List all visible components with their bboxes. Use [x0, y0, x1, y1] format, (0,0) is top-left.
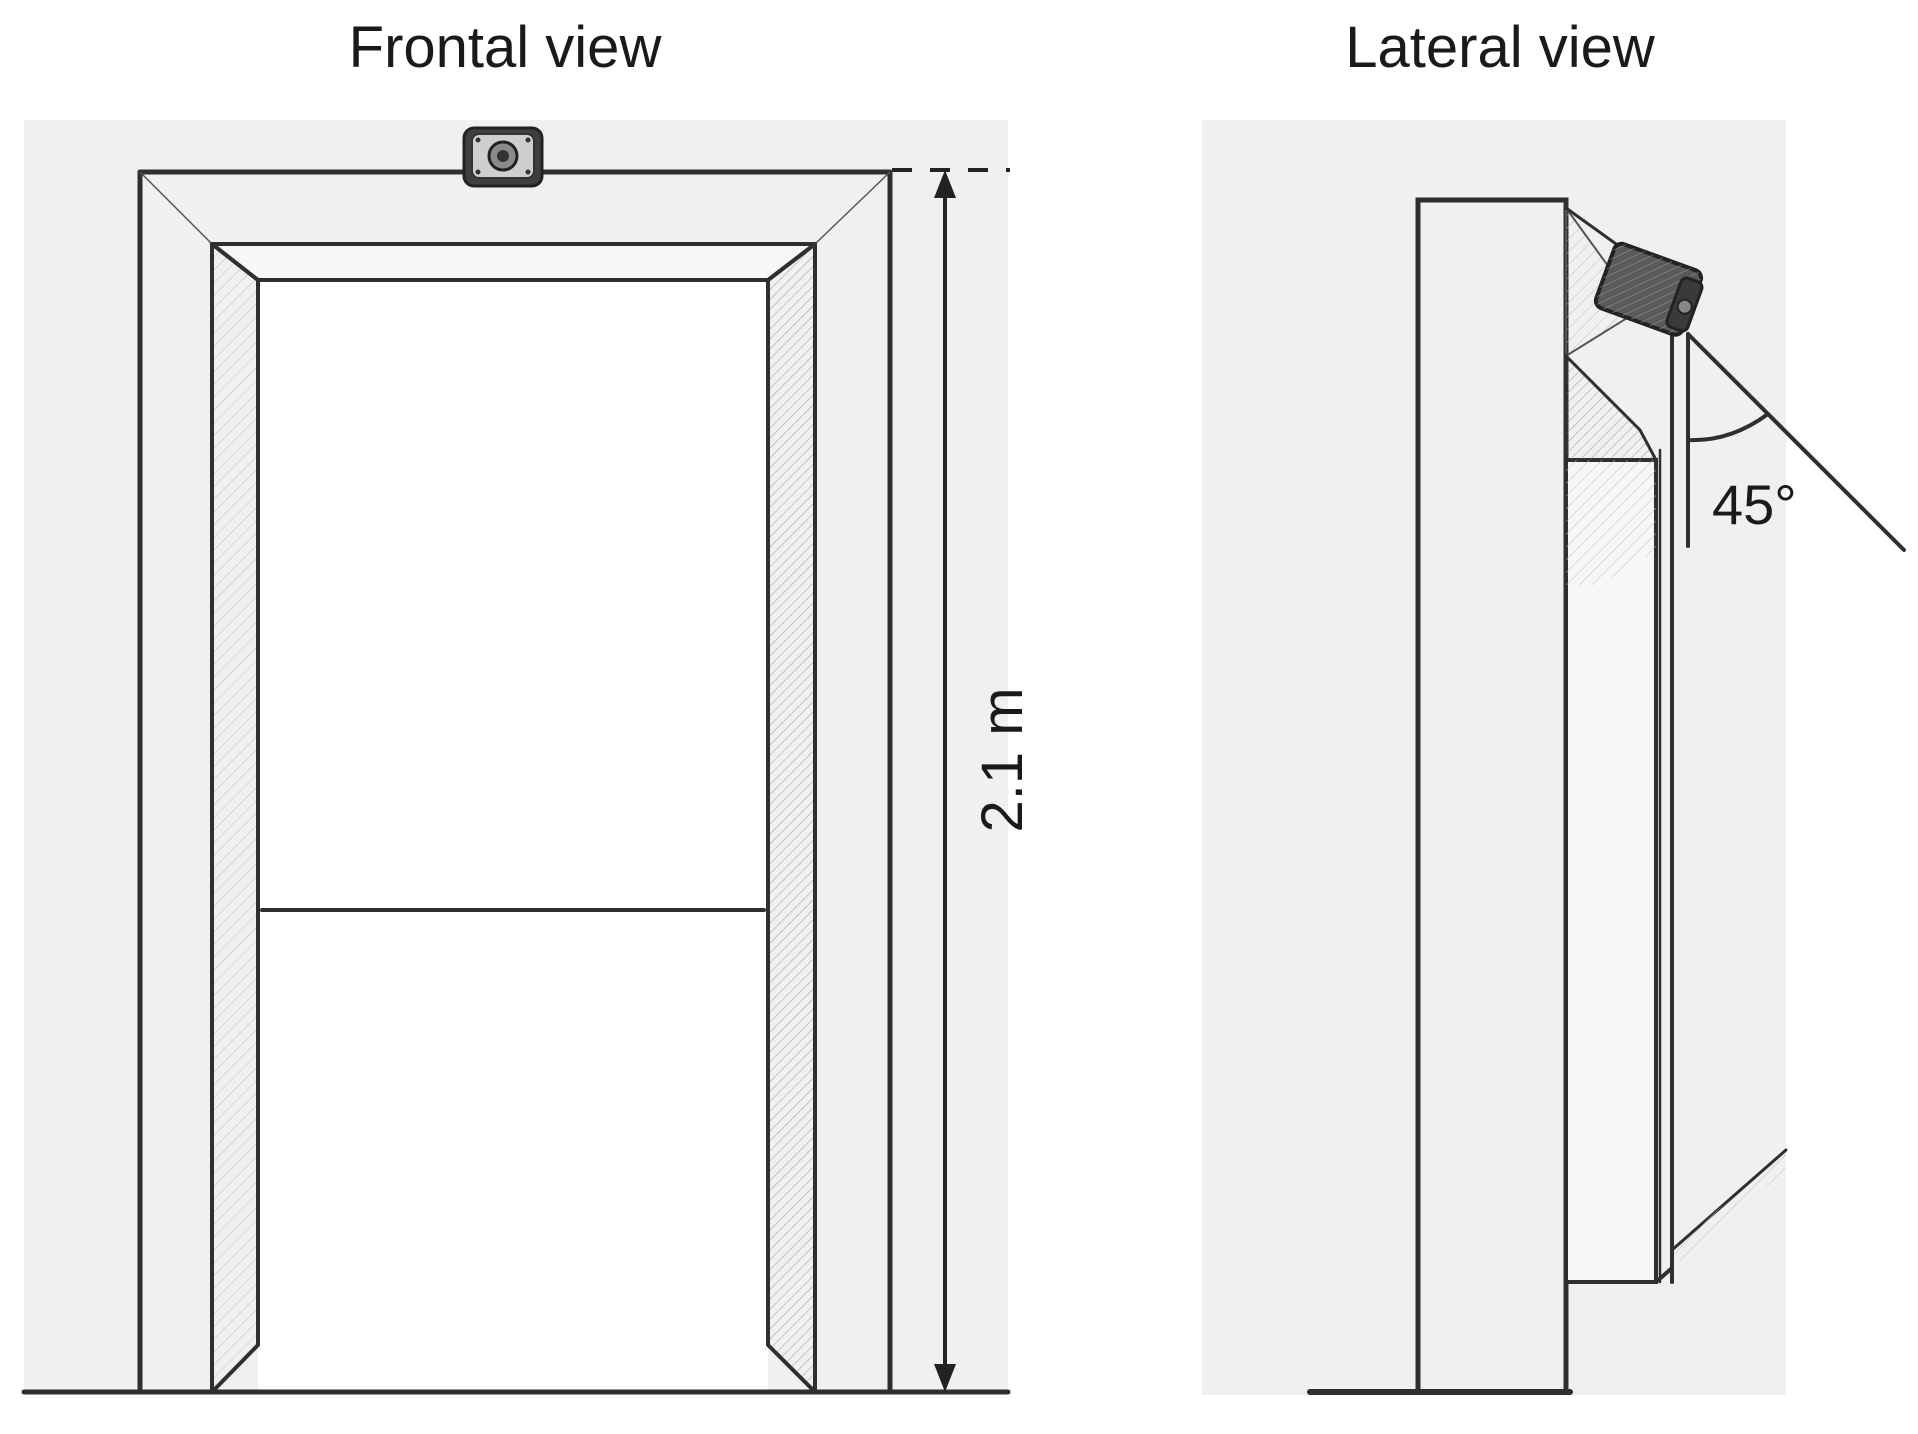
- angle-label: 45°: [1712, 473, 1797, 536]
- camera-icon: [1593, 241, 1704, 337]
- frontal-view: 2.1 m: [21, 120, 1035, 1395]
- frontal-mitre-right: [814, 171, 891, 245]
- lateral-bottom-outline: [1564, 1266, 1674, 1284]
- camera-icon: [462, 126, 544, 188]
- frontal-right-jamb: [766, 242, 817, 1394]
- height-label: 2.1 m: [970, 687, 1035, 832]
- lateral-wall: [1415, 197, 1569, 1395]
- height-dimension-arrow: [934, 170, 956, 1392]
- frontal-header-band: [210, 242, 817, 282]
- angle-camera-axis: [1686, 332, 1906, 552]
- lateral-view-title: Lateral view: [1345, 15, 1655, 80]
- frontal-door-opening: [258, 280, 768, 1392]
- frontal-view-title: Frontal view: [348, 15, 662, 80]
- frontal-left-jamb: [210, 242, 260, 1394]
- lateral-door-shadow: [1566, 460, 1656, 585]
- angle-arc: [1686, 412, 1770, 443]
- frontal-mitre-left: [139, 171, 213, 245]
- lateral-view: 45°: [1202, 120, 1906, 1395]
- lateral-floor-slope-2: [1672, 1150, 1786, 1262]
